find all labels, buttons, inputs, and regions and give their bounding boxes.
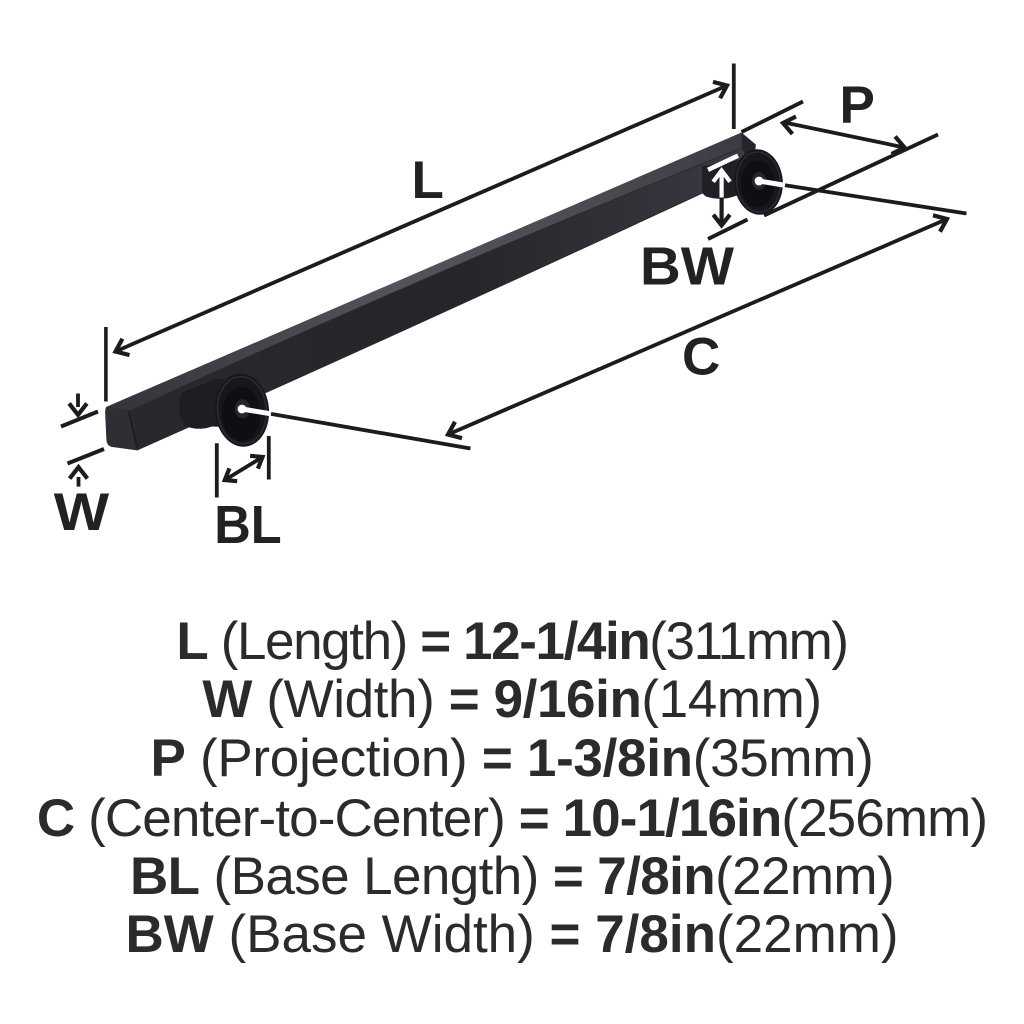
svg-text:BL: BL bbox=[214, 495, 281, 555]
svg-text:W: W bbox=[54, 482, 110, 542]
svg-text:P: P bbox=[840, 76, 875, 135]
svg-text:BW: BW bbox=[640, 236, 735, 297]
svg-text:C: C bbox=[682, 328, 720, 387]
svg-text:L: L bbox=[412, 151, 444, 210]
